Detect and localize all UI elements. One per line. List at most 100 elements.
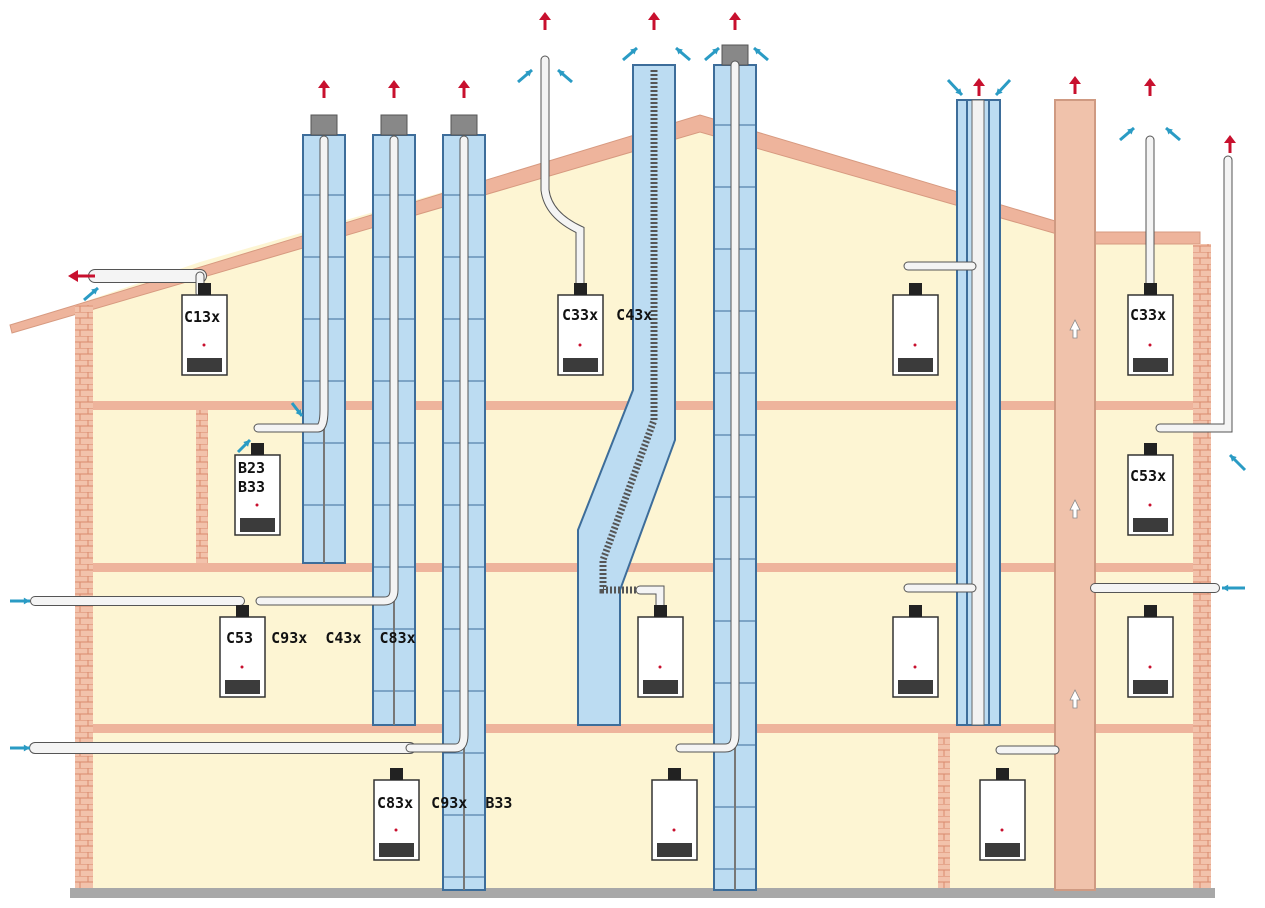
boiler-12 <box>1127 443 1174 536</box>
intake-arrow-11-head <box>955 88 962 95</box>
exhaust-arrow-3-head <box>458 80 470 88</box>
floor-slab-3 <box>93 724 1193 733</box>
boiler-control-panel <box>643 680 678 694</box>
boiler-13 <box>1127 605 1174 698</box>
label-c33x-c43x: C33x C43x <box>562 306 652 324</box>
boiler-indicator <box>202 343 206 347</box>
boiler-8 <box>892 283 939 376</box>
boiler-5 <box>557 283 604 376</box>
boiler-indicator <box>1148 503 1152 507</box>
boiler-indicator <box>1148 343 1152 347</box>
boiler-2 <box>234 443 281 536</box>
c33x-right-flue <box>676 61 739 752</box>
terminal-cap <box>380 114 408 136</box>
exhaust-arrow-4-head <box>539 12 551 20</box>
boiler-3 <box>219 605 266 698</box>
label-b33: B33 <box>238 478 265 496</box>
boiler-flue-collar <box>909 605 922 617</box>
exhaust-arrow-7-head <box>973 78 985 86</box>
exhaust-arrow-5-head <box>648 12 660 20</box>
boiler-11 <box>1127 283 1174 376</box>
intake-arrow-12-head <box>996 88 1003 95</box>
flexible-liner <box>599 70 660 594</box>
label-c83x-c93x-b33: C83x C93x B33 <box>377 794 512 812</box>
intake-arrow-17-head <box>295 409 302 416</box>
boiler-indicator <box>578 343 582 347</box>
label-c33x-right: C33x <box>1130 306 1166 324</box>
boiler-indicator <box>1148 665 1152 669</box>
masonry-chimney <box>1054 99 1096 891</box>
boiler-control-panel <box>657 843 692 857</box>
boiler-indicator <box>240 665 244 669</box>
brick-column-2 <box>938 733 950 890</box>
boiler-flue-collar <box>236 605 249 617</box>
boiler-control-panel <box>898 358 933 372</box>
label-c53-row: C53 C93x C43x C83x <box>226 629 416 647</box>
boiler-control-panel <box>240 518 275 532</box>
intake-arrow-15-head <box>1230 455 1237 462</box>
terminal-cap <box>310 114 338 136</box>
boiler-indicator <box>672 828 676 832</box>
exhaust-arrow-10-head <box>1224 135 1236 143</box>
ground <box>70 888 1215 898</box>
wall-flue-right <box>1156 156 1232 432</box>
boiler-6 <box>637 605 684 698</box>
intake-arrow-10-head <box>754 48 761 55</box>
boilers <box>181 283 1174 861</box>
boiler-control-panel <box>187 358 222 372</box>
intake-arrow-7-head <box>630 48 637 55</box>
intake-arrow-16-head <box>243 440 250 447</box>
c33x-flue <box>541 56 584 297</box>
boiler-control-panel <box>1133 358 1168 372</box>
boiler-flue-collar <box>668 768 681 780</box>
intake-arrow-6-head <box>558 70 565 77</box>
boiler-flue-collar <box>251 443 264 455</box>
boiler-1 <box>181 283 228 376</box>
boiler-flue-collar <box>654 605 667 617</box>
boiler-indicator <box>913 665 917 669</box>
boiler-control-panel <box>1133 680 1168 694</box>
brick-wall-right <box>1193 244 1211 890</box>
boiler-control-panel <box>379 843 414 857</box>
intake-arrow-3-head <box>1222 584 1229 592</box>
c83x-flue <box>406 136 468 752</box>
boiler-flue-collar <box>390 768 403 780</box>
chimney-draft-arrow-2 <box>1069 499 1081 519</box>
boiler-flue-collar <box>198 283 211 295</box>
chimney-draft-arrow-1 <box>1069 319 1081 339</box>
flow-arrows <box>10 12 1247 752</box>
intake-arrow-4-head <box>91 288 98 295</box>
boiler-flue-collar <box>1144 605 1157 617</box>
boiler-control-panel <box>898 680 933 694</box>
boiler-control-panel <box>225 680 260 694</box>
twin-duct-tower <box>956 99 1001 726</box>
label-c53x-right: C53x <box>1130 467 1166 485</box>
boiler-4 <box>373 768 420 861</box>
chimney-draft-arrow-3 <box>1069 689 1081 709</box>
boiler-indicator <box>658 665 662 669</box>
boiler-flue-collar <box>1144 443 1157 455</box>
boiler-indicator <box>913 343 917 347</box>
exhaust-arrow-9-head <box>1144 78 1156 86</box>
boiler-flue-collar <box>1144 283 1157 295</box>
intake-arrow-5-head <box>525 70 532 77</box>
exhaust-arrow-8-head <box>1069 76 1081 84</box>
intake-arrow-13-head <box>1127 128 1134 135</box>
intake-arrow-8-head <box>676 48 683 55</box>
boiler-control-panel <box>1133 518 1168 532</box>
boiler-control-panel <box>563 358 598 372</box>
exhaust-arrow-1-head <box>318 80 330 88</box>
b23-flue <box>254 136 328 432</box>
boiler-indicator <box>1000 828 1004 832</box>
terminal-cap <box>450 114 478 136</box>
brick-column-1 <box>196 408 208 565</box>
boiler-7 <box>651 768 698 861</box>
boiler-indicator <box>394 828 398 832</box>
intake-arrow-9-head <box>712 48 719 55</box>
label-b23: B23 <box>238 459 265 477</box>
label-c13x: C13x <box>184 308 220 326</box>
floor-slab-2 <box>93 563 1193 572</box>
exhaust-arrow-6-head <box>729 12 741 20</box>
